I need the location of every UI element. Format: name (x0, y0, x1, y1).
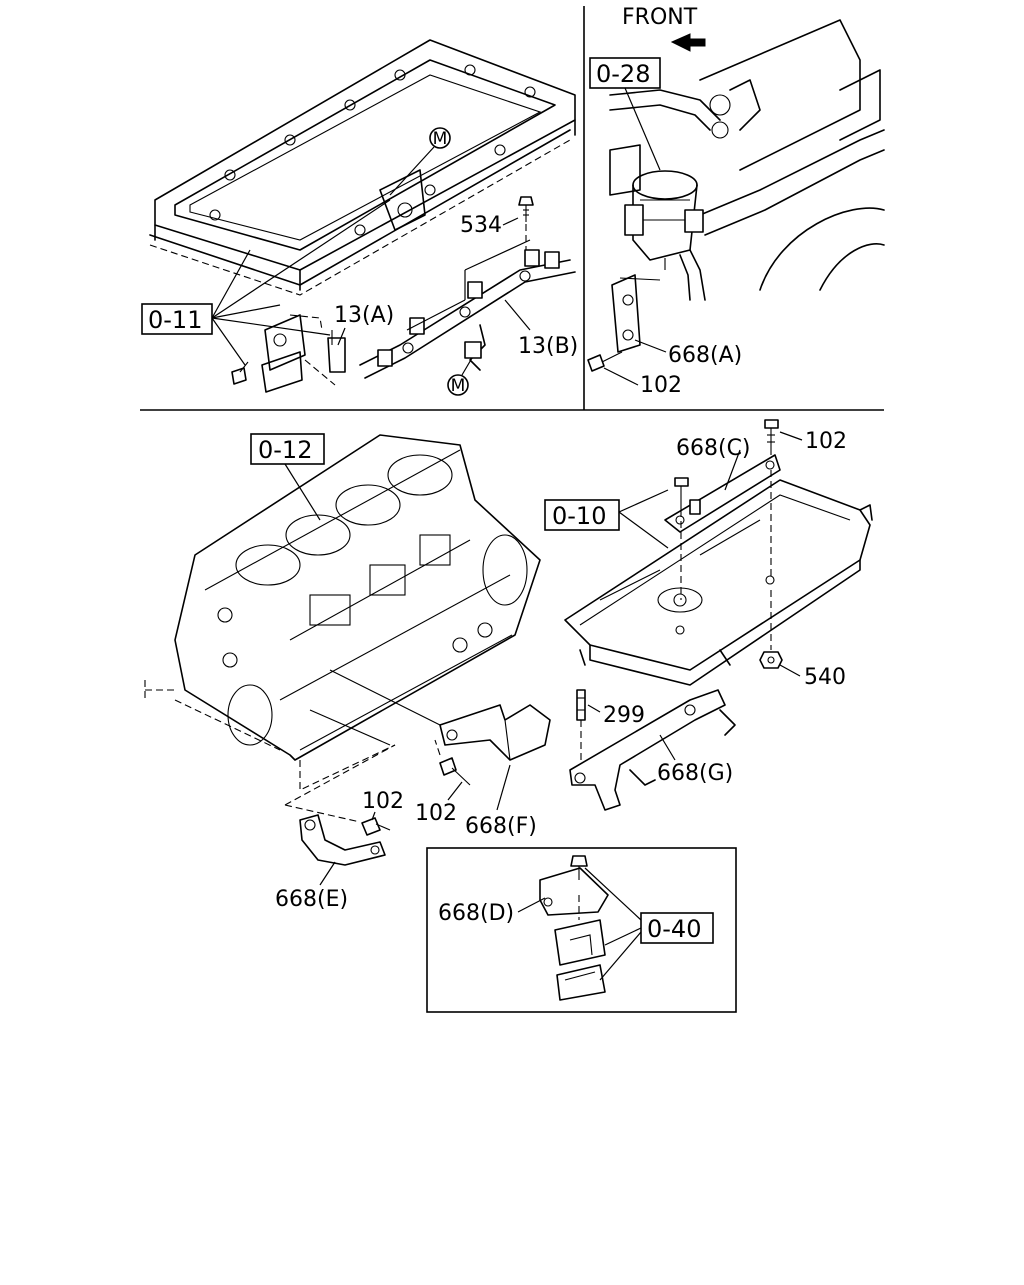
label-668d: 668(D) (438, 901, 514, 926)
ref-0-11-text: 0-11 (148, 306, 202, 334)
head-cover (564, 479, 873, 686)
label-102-mid: 102 (415, 801, 457, 826)
plate-668c (664, 454, 781, 533)
label-668g: 668(G) (657, 761, 733, 786)
marker-m-bottom: M (447, 357, 473, 396)
ref-0-12-text: 0-12 (258, 436, 312, 464)
oil-pan-assembly (149, 39, 576, 296)
wiring-harness (359, 239, 576, 379)
label-13a: 13(A) (334, 303, 394, 328)
bolt-534 (518, 196, 534, 250)
label-668f: 668(F) (465, 814, 537, 839)
ref-0-12: 0-12 (250, 433, 325, 521)
ref-0-10-text: 0-10 (552, 502, 606, 530)
label-668a: 668(A) (668, 343, 742, 368)
ref-0-40: 0-40 (584, 867, 714, 981)
marker-m-top-text: M (433, 129, 448, 149)
cylinder-block (144, 434, 541, 791)
label-668e: 668(E) (275, 887, 348, 912)
label-102-right: 102 (805, 429, 847, 454)
ref-0-28-text: 0-28 (596, 60, 650, 88)
bolt-102-right (764, 419, 779, 650)
sensor-parts (231, 314, 346, 393)
arrow-left-icon (670, 33, 706, 52)
front-label: FRONT (622, 5, 698, 30)
engine-mount-parts (539, 855, 609, 1001)
bracket-668e (284, 744, 396, 866)
circle-letter-icon (429, 127, 451, 149)
bolt-102-mid (434, 739, 471, 786)
egr-valve-assembly (587, 19, 885, 372)
ref-0-28: 0-28 (589, 57, 661, 171)
inset-frame (426, 847, 737, 1013)
label-540: 540 (804, 665, 846, 690)
ref-0-40-text: 0-40 (647, 915, 701, 943)
label-13b: 13(B) (518, 334, 578, 359)
bolt-102-left (361, 817, 391, 836)
marker-m-top: M (389, 127, 451, 196)
label-102-left: 102 (362, 789, 404, 814)
label-534: 534 (460, 213, 502, 238)
ref-0-10: 0-10 (544, 489, 669, 549)
label-299: 299 (603, 703, 645, 728)
bolt-c-upper (674, 477, 689, 600)
label-668c: 668(C) (676, 436, 751, 461)
label-102-top: 102 (640, 373, 682, 398)
nut-540 (759, 651, 783, 669)
bracket-668g (569, 689, 736, 811)
bracket-668f (439, 704, 551, 761)
ref-0-11: 0-11 (141, 199, 391, 366)
circle-letter-icon (447, 374, 469, 396)
marker-m-bottom-text: M (451, 376, 466, 396)
